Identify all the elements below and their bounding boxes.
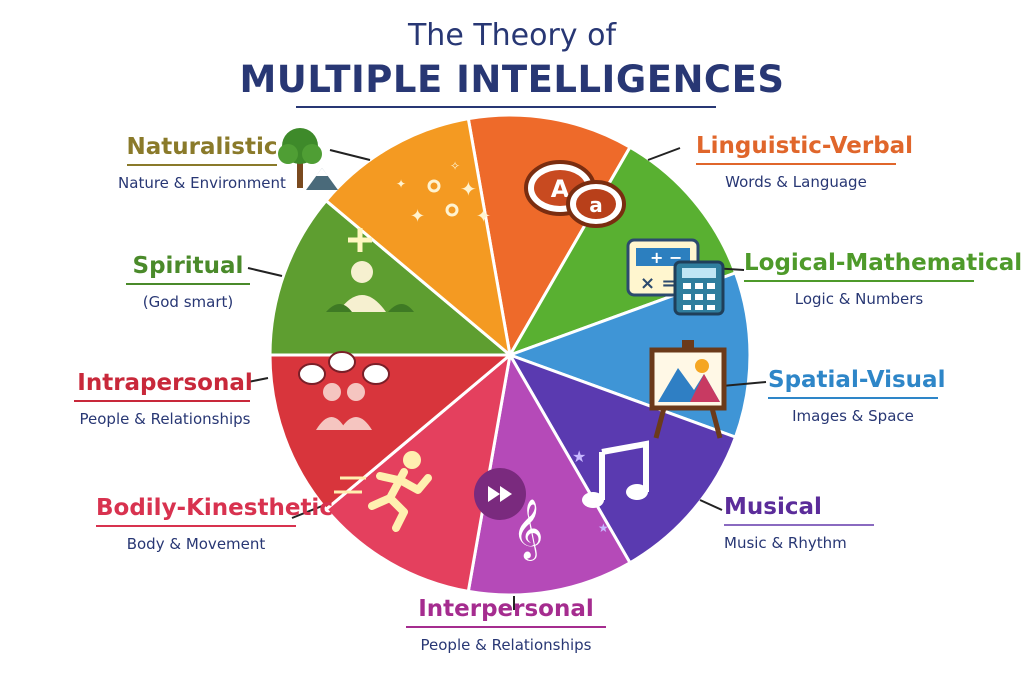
svg-text:✦: ✦ [410,206,425,227]
label-naturalistic: Naturalistic Nature & Environment [112,134,292,192]
svg-text:a: a [589,193,603,217]
connector-line-intrapersonal [247,377,269,383]
label-title: Interpersonal [418,596,594,622]
label-underline [74,400,250,402]
calculator-icon: + − × = [626,238,725,316]
svg-text:× =: × = [640,273,676,294]
svg-text:✦: ✦ [460,177,477,201]
label-title: Naturalistic [126,134,278,160]
label-subtitle: Images & Space [792,407,914,425]
label-subtitle: People & Relationships [420,636,592,654]
label-spatial-visual: Spatial-Visual Images & Space [768,367,946,425]
connector-line-linguistic [647,147,681,161]
label-underline [724,524,874,526]
title-underline [296,106,716,108]
treble-clef-icon: 𝄞 [474,468,543,561]
svg-text:✧: ✧ [450,159,460,173]
label-title: Musical [724,494,822,520]
label-subtitle: Nature & Environment [118,174,286,192]
label-subtitle: Words & Language [725,173,867,191]
sparkle-stars-icon: ✦ ✦ ✦ ✦ ✧ [396,159,491,227]
label-title: Spiritual [132,253,244,279]
wedge-logical [506,145,738,358]
wedge-naturalistic [323,116,513,359]
tree-mountain-icon [278,128,338,190]
connector-line-naturalistic [329,149,371,161]
label-underline [406,626,606,628]
label-linguistic-verbal: Linguistic-Verbal Words & Language [696,133,914,191]
svg-text:✦: ✦ [476,206,491,227]
spiritual-person-icon [326,228,414,312]
speech-bubbles-letters-icon: A a [524,160,626,228]
connector-line-spatial [721,381,767,387]
connector-line-bodily [291,505,323,519]
title-line-1: The Theory of [407,18,617,53]
connector-line-spiritual [247,267,283,277]
label-spiritual: Spiritual (God smart) [126,253,250,311]
svg-text:A: A [551,175,570,203]
label-title: Intrapersonal [77,370,253,396]
label-title: Logical-Mathematical [744,250,1023,276]
label-underline [744,280,974,282]
label-title: Linguistic-Verbal [696,133,914,159]
label-underline [126,283,250,285]
label-subtitle: People & Relationships [79,410,251,428]
wedge-musical [506,352,738,565]
svg-text:★: ★ [572,447,586,466]
label-title: Bodily-Kinesthetic [96,495,333,521]
label-underline [127,164,277,166]
music-note-icon: ★ ★ [572,440,649,535]
label-musical: Musical Music & Rhythm [724,494,874,552]
label-underline [768,397,938,399]
label-intrapersonal: Intrapersonal People & Relationships [70,370,260,428]
label-bodily-kinesthetic: Bodily-Kinesthetic Body & Movement [96,495,333,553]
svg-text:✦: ✦ [396,177,406,191]
label-subtitle: Body & Movement [126,535,266,553]
group-thinking-icon [298,351,390,430]
label-underline [96,525,296,527]
label-title: Spatial-Visual [768,367,946,393]
wedge-bodily [323,351,513,594]
running-person-icon [334,451,432,532]
svg-text:★: ★ [598,521,609,535]
label-subtitle: (God smart) [142,293,234,311]
easel-painting-icon [649,340,727,439]
label-underline [696,163,896,165]
svg-text:𝄞: 𝄞 [513,499,544,561]
label-subtitle: Logic & Numbers [794,290,924,308]
label-subtitle: Music & Rhythm [724,534,847,552]
label-interpersonal: Interpersonal People & Relationships [406,596,606,654]
label-logical-mathematical: Logical-Mathematical Logic & Numbers [744,250,1023,308]
title-line-2: MULTIPLE INTELLIGENCES [239,58,785,101]
connector-line-musical [699,499,723,511]
svg-text:+ −: + − [650,248,682,267]
wedge-interpersonal [466,350,633,597]
wedge-spiritual [268,198,515,357]
